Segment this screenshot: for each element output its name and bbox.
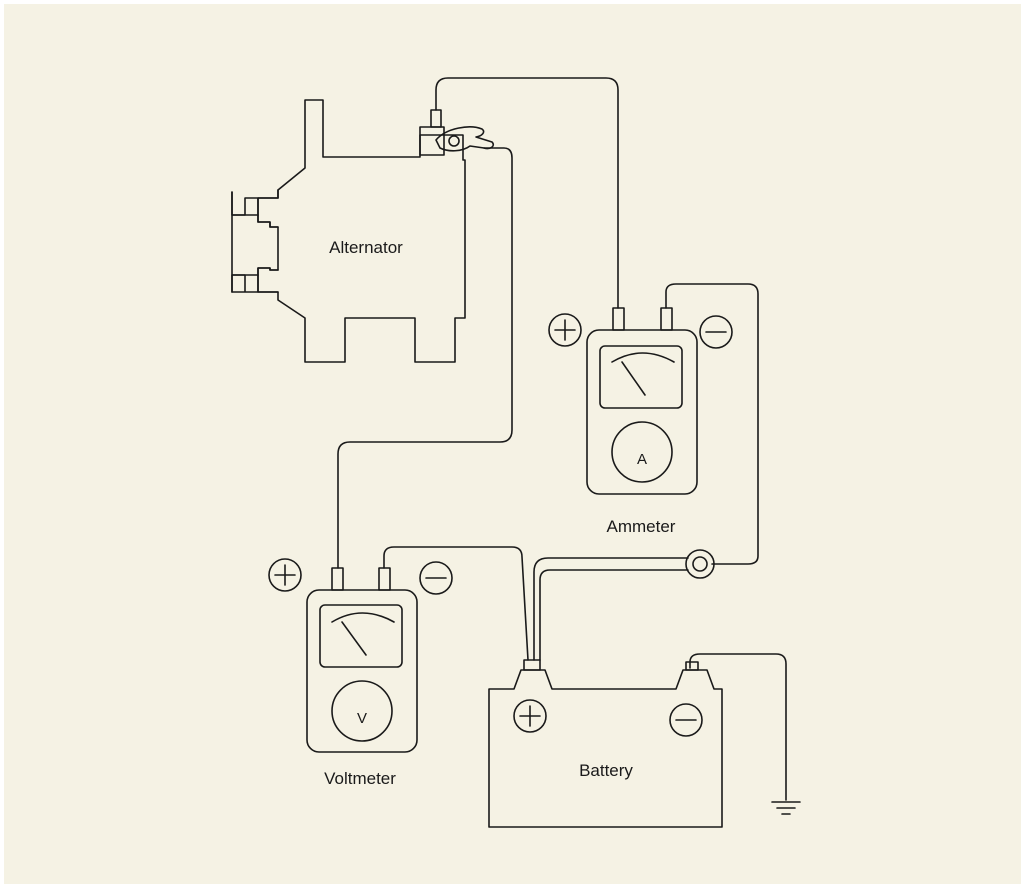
minus-sign-icon (699, 315, 733, 349)
voltmeter-negative-post (378, 567, 391, 591)
voltmeter-case (306, 589, 418, 753)
voltmeter-label: Voltmeter (324, 769, 396, 788)
voltmeter-dial-letter: V (357, 710, 367, 727)
wire-ring-to-battery-b (539, 569, 689, 661)
ring-terminal-outer (685, 549, 715, 579)
ammeter-label: Ammeter (607, 517, 676, 536)
wire-battery-to-ground (689, 653, 787, 801)
alternator: Alternator (231, 99, 495, 363)
diagram-background (4, 4, 1021, 884)
ammeter-negative-post (660, 307, 673, 331)
ammeter: A Ammeter (548, 307, 733, 536)
ammeter-case (586, 329, 698, 495)
voltmeter-dial (331, 680, 393, 742)
ammeter-needle (621, 361, 646, 396)
ammeter-dial (611, 421, 673, 483)
ground-icon (771, 801, 801, 815)
ring-terminal-inner (692, 556, 708, 572)
ammeter-scale-arc (611, 352, 675, 363)
ammeter-positive-post (612, 307, 625, 331)
voltmeter-positive-post (331, 567, 344, 591)
battery: Battery (488, 659, 723, 828)
plus-sign-icon (268, 558, 302, 592)
alternator-terminal-nut (448, 135, 460, 147)
alternator-label: Alternator (329, 238, 403, 257)
voltmeter-needle (341, 621, 367, 656)
voltmeter: V Voltmeter (268, 558, 453, 788)
voltmeter-display (319, 604, 403, 668)
wire-ring-to-battery-a (533, 557, 689, 661)
alternator-terminal-clip (435, 126, 495, 152)
wire-alternator-to-voltmeter (337, 147, 513, 569)
ammeter-display (599, 345, 683, 409)
wire-ammeter-to-ring (665, 283, 759, 565)
wire-voltmeter-to-battery (383, 546, 529, 661)
plus-sign-icon (513, 699, 547, 733)
minus-sign-icon (419, 561, 453, 595)
ammeter-dial-letter: A (637, 451, 647, 468)
alternator-pulley (231, 189, 279, 293)
battery-label: Battery (579, 761, 633, 780)
battery-negative-post (685, 661, 699, 671)
wire-alternator-to-ammeter (435, 77, 619, 309)
plus-sign-icon (548, 313, 582, 347)
battery-positive-post (523, 659, 541, 671)
wiring (337, 77, 787, 801)
minus-sign-icon (669, 703, 703, 737)
battery-case (488, 669, 723, 828)
alternator-pulley-flange (231, 191, 259, 293)
voltmeter-scale-arc (331, 612, 395, 623)
ring-terminal (685, 549, 715, 579)
